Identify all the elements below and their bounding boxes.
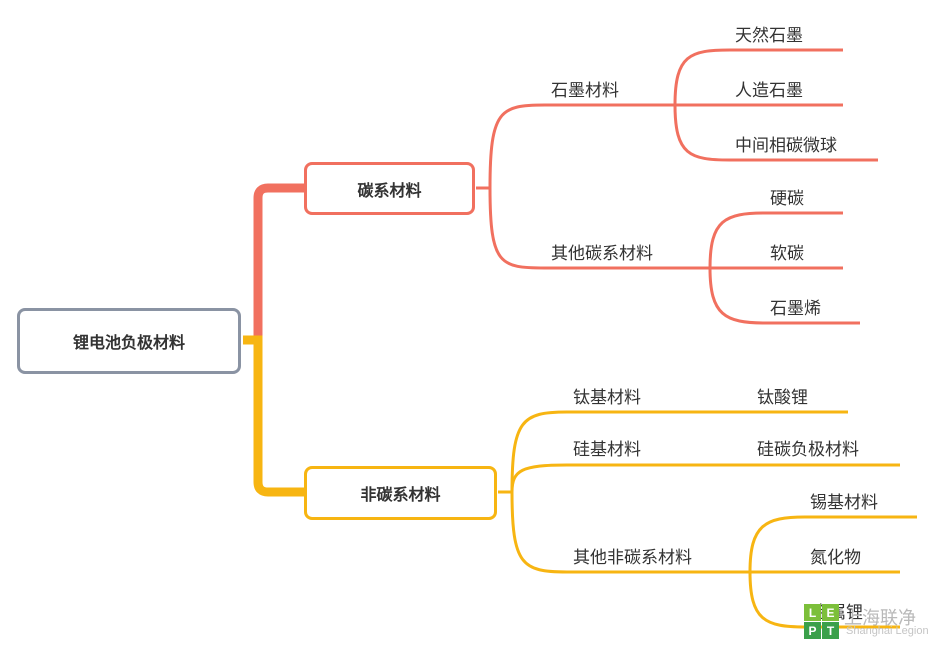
connector-noncarbon-other	[498, 490, 750, 574]
hard-carbon-topic[interactable]: 硬碳	[770, 189, 804, 208]
lithium-titanate-topic[interactable]: 钛酸锂	[757, 388, 808, 407]
natural-graphite-topic[interactable]: 天然石墨	[735, 26, 803, 45]
connector-carbon-other	[476, 186, 710, 270]
nitride-topic[interactable]: 氮化物	[810, 548, 861, 567]
silicon-materials-topic[interactable]: 硅基材料	[573, 440, 641, 459]
connector-root-noncarbon	[243, 335, 304, 497]
logo-cell-e: E	[822, 604, 839, 621]
artificial-graphite-topic[interactable]: 人造石墨	[735, 81, 803, 100]
tin-materials-topic[interactable]: 锡基材料	[810, 493, 878, 512]
logo-cell-l: L	[804, 604, 821, 621]
soft-carbon-topic[interactable]: 软碳	[770, 244, 804, 263]
carbon-label: 碳系材料	[357, 182, 422, 200]
connector-graphite-natural	[673, 48, 843, 106]
root-label: 锂电池负极材料	[72, 335, 185, 352]
connector-other-hard	[708, 211, 843, 269]
logo-grid-icon: L E P T	[804, 604, 840, 640]
other-carbon-materials-topic[interactable]: 其他碳系材料	[551, 244, 653, 263]
titanium-materials-topic[interactable]: 钛基材料	[573, 388, 641, 407]
watermark-subtext: Shanghai Legion	[846, 625, 929, 637]
noncarbon-label: 非碳系材料	[360, 487, 441, 504]
logo-cell-p: P	[804, 622, 821, 639]
logo-cell-t: T	[822, 622, 839, 639]
watermark-text: 上海联净	[844, 608, 916, 628]
root-node[interactable]: 锂电池负极材料	[17, 308, 241, 374]
watermark-logo: L E P T 上海联净 Shanghai Legion	[804, 604, 934, 644]
connector-other-graphene	[708, 267, 860, 325]
other-noncarbon-materials-topic[interactable]: 其他非碳系材料	[573, 548, 692, 567]
connector-ncother-lithium	[748, 571, 900, 629]
graphene-topic[interactable]: 石墨烯	[770, 299, 821, 318]
connector-carbon-graphite	[476, 103, 675, 190]
graphite-materials-topic[interactable]: 石墨材料	[551, 81, 619, 100]
carbon-node[interactable]: 碳系材料	[304, 162, 475, 215]
connector-ncother-tin	[748, 515, 917, 573]
noncarbon-node[interactable]: 非碳系材料	[304, 466, 497, 520]
connector-graphite-mcmb	[673, 104, 878, 162]
mesocarbon-microbeads-topic[interactable]: 中间相碳微球	[735, 136, 837, 155]
connector-root-carbon	[243, 183, 304, 345]
silicon-carbon-anode-topic[interactable]: 硅碳负极材料	[757, 440, 859, 459]
